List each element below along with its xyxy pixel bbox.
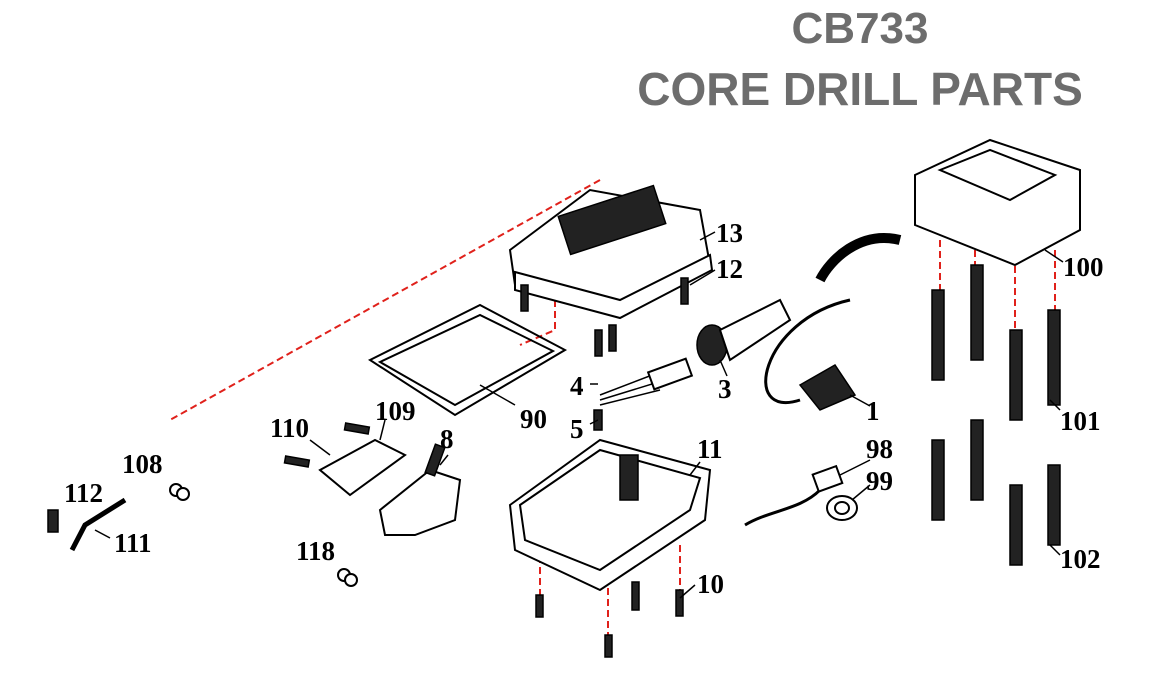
callout-5: 5: [570, 414, 584, 444]
callout-3: 3: [718, 374, 732, 404]
callout-100: 100: [1063, 252, 1104, 282]
callout-110: 110: [270, 413, 309, 443]
power-cord-part: [764, 233, 902, 411]
cover-screws: [520, 277, 689, 357]
bolts-101: [931, 264, 1061, 421]
diagram-title: CORE DRILL PARTS: [637, 63, 1083, 115]
wire-leads-part: [593, 357, 694, 431]
callout-109: 109: [375, 396, 416, 426]
small-hardware: [47, 483, 358, 587]
lower-housing-part: [508, 438, 712, 592]
strain-relief-part: [696, 298, 792, 366]
gasket-part: [367, 303, 568, 417]
bolts-102: [931, 419, 1061, 566]
callout-102: 102: [1060, 544, 1101, 574]
callout-98: 98: [866, 434, 893, 464]
callout-118: 118: [296, 536, 335, 566]
model-number: CB733: [791, 4, 929, 53]
thermal-sensor-part: [744, 464, 844, 527]
callout-99: 99: [866, 466, 893, 496]
callout-labels: 13 12 100 3 4 1 5 90 110 109 8 101 108 1…: [64, 218, 1104, 599]
callout-4: 4: [570, 371, 584, 401]
callout-11: 11: [697, 434, 723, 464]
callout-111: 111: [114, 528, 152, 558]
housing-screws: [535, 581, 684, 658]
cap-part: [826, 495, 858, 521]
callout-12: 12: [716, 254, 743, 284]
callout-108: 108: [122, 449, 163, 479]
callout-8: 8: [440, 424, 454, 454]
leader-lines: [94, 231, 1064, 599]
callout-1: 1: [866, 396, 880, 426]
handle-block-part: [914, 138, 1081, 267]
callout-90: 90: [520, 404, 547, 434]
callout-101: 101: [1060, 406, 1101, 436]
switch-part: [378, 443, 462, 536]
callout-13: 13: [716, 218, 743, 248]
top-cover-part: [508, 184, 714, 320]
switch-bezel-part: [283, 422, 407, 497]
callout-112: 112: [64, 478, 103, 508]
callout-10: 10: [697, 569, 724, 599]
